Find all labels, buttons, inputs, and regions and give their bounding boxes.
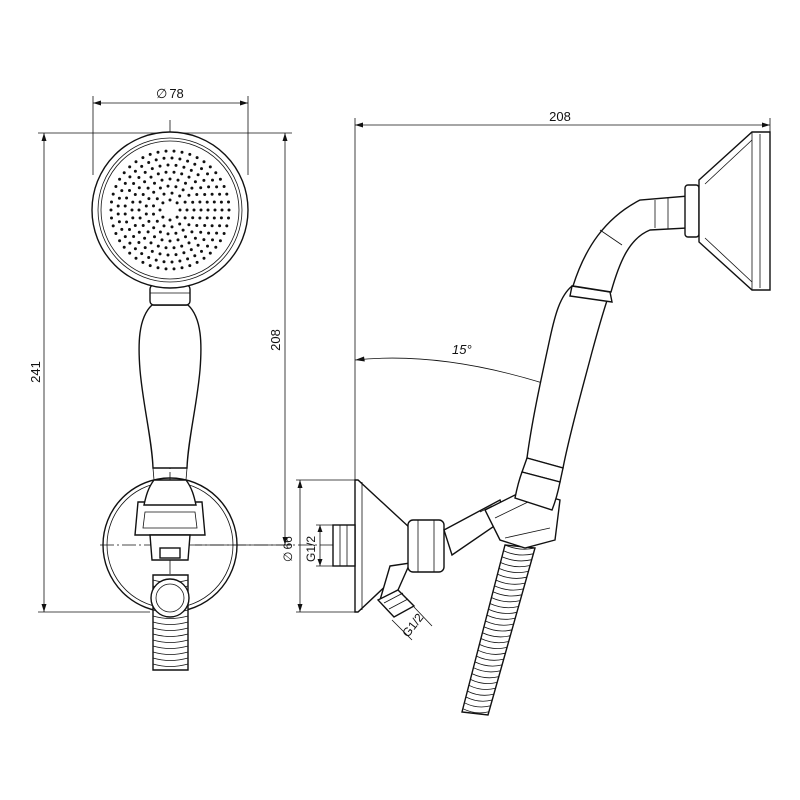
side-width-value: 208 bbox=[549, 109, 571, 124]
head-diameter-dimension: ∅78 bbox=[92, 86, 249, 175]
tilt-angle-value: 15° bbox=[452, 342, 472, 357]
flange-diameter-symbol: ∅ bbox=[281, 552, 295, 562]
shower-head-side bbox=[684, 131, 771, 291]
neck-side bbox=[572, 195, 689, 293]
front-view: ∅78 241 208 bbox=[28, 86, 355, 671]
handle-front bbox=[138, 284, 202, 506]
inlet-thread-value: G1/2 bbox=[399, 610, 426, 639]
side-width-dimension: 208 bbox=[354, 109, 771, 480]
holder-bracket-front bbox=[134, 501, 206, 618]
tilt-angle-dimension: 15° bbox=[354, 342, 571, 393]
head-diameter-value: 78 bbox=[169, 86, 183, 101]
flange-height-dimension bbox=[296, 479, 358, 613]
outlet-thread-dimension: G1/2 bbox=[304, 524, 333, 567]
shower-head-front bbox=[91, 131, 249, 289]
spray-nozzles bbox=[109, 149, 231, 271]
outlet-thread-value: G1/2 bbox=[304, 536, 318, 562]
handle-side bbox=[514, 285, 613, 511]
flange-diameter-value: 66 bbox=[281, 536, 295, 550]
hose-side bbox=[461, 544, 536, 716]
wall-flange-side bbox=[332, 479, 411, 613]
overall-height-value: 241 bbox=[28, 361, 43, 383]
overall-height-dimension: 241 bbox=[28, 132, 170, 613]
side-view: 208 15° G1/2 bbox=[296, 109, 771, 716]
handle-height-value: 208 bbox=[268, 329, 283, 351]
elbow-inlet bbox=[376, 562, 416, 618]
svg-text:∅78: ∅78 bbox=[156, 86, 184, 101]
flange-diameter-label: ∅ 66 bbox=[281, 536, 295, 562]
diameter-symbol: ∅ bbox=[156, 86, 167, 101]
